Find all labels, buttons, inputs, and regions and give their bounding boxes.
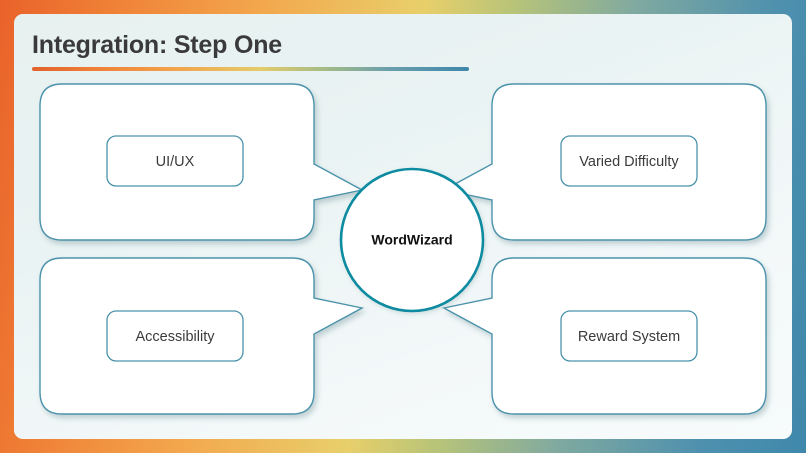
hub-label: WordWizard: [371, 232, 452, 248]
node-ui-ux-label-box[interactable]: [106, 135, 244, 187]
node-varied-difficulty-label-box[interactable]: [560, 135, 698, 187]
node-ui-ux-label: UI/UX: [156, 154, 195, 170]
hub-and-spoke-diagram: UI/UX Varied Difficulty Accessibility Re…: [39, 83, 767, 415]
node-reward-system[interactable]: Reward System: [441, 257, 767, 415]
node-accessibility-label-box[interactable]: [106, 310, 244, 362]
node-varied-difficulty-label: Varied Difficulty: [579, 154, 679, 170]
node-reward-system-label: Reward System: [578, 329, 680, 345]
node-reward-system-label-box[interactable]: [560, 310, 698, 362]
title-block: Integration: Step One: [32, 28, 772, 71]
node-accessibility[interactable]: Accessibility: [39, 257, 365, 415]
title-underline-rule: [32, 67, 469, 71]
slide-canvas: Integration: Step One UI/UX: [14, 14, 792, 439]
hub-circle[interactable]: [339, 167, 485, 313]
hub-node-wordwizard[interactable]: WordWizard: [339, 167, 485, 313]
node-varied-difficulty[interactable]: Varied Difficulty: [441, 83, 767, 241]
page-title: Integration: Step One: [32, 31, 282, 59]
node-accessibility-label: Accessibility: [136, 329, 216, 345]
node-ui-ux[interactable]: UI/UX: [39, 83, 365, 241]
